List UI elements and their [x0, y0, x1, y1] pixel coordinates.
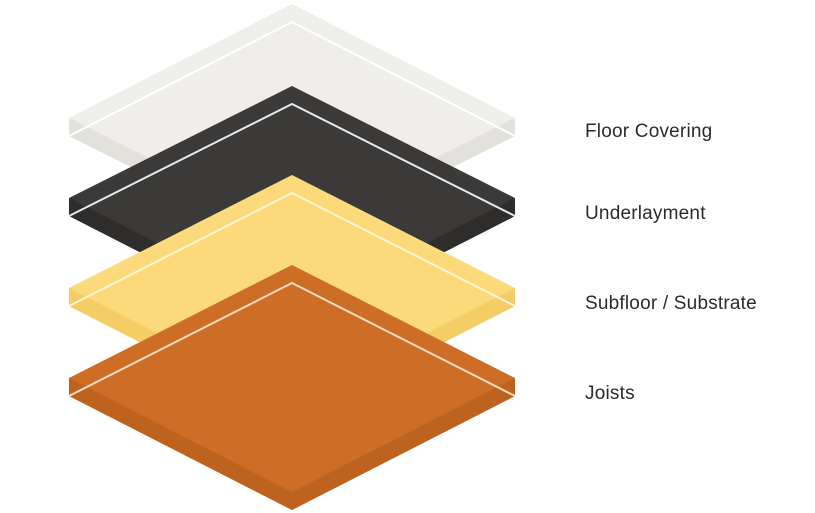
subfloor-edge-line — [68, 191, 516, 307]
subfloor-substrate-label: Subfloor / Substrate — [585, 293, 757, 314]
floor-covering-label: Floor Covering — [585, 121, 713, 142]
joists-layer — [68, 265, 516, 510]
joists-label: Joists — [585, 383, 635, 404]
floor-covering-edge-line — [68, 20, 516, 137]
underlayment-edge-line — [68, 102, 516, 217]
underlayment-label: Underlayment — [585, 203, 706, 224]
joists-edge-line — [68, 281, 516, 397]
